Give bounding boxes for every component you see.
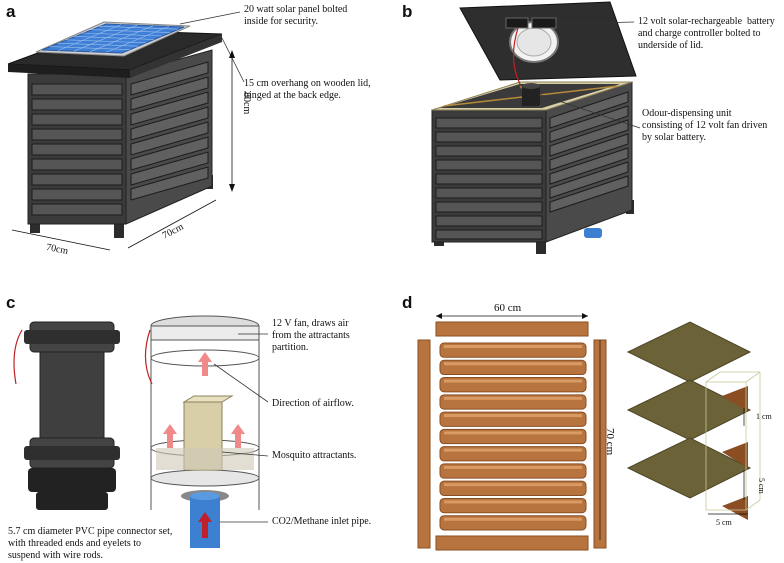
- annotation-attractants: Mosquito attractants.: [272, 450, 357, 461]
- annotation-odour-unit: Odour-dispensing unit consisting of 12 v…: [642, 108, 768, 143]
- annotation-lid-overhang: 15 cm overhang on wooden lid, hinged at …: [244, 78, 371, 101]
- slat-highlight: [444, 362, 582, 366]
- slat-highlight: [444, 396, 582, 400]
- annotation-fan: 12 V fan, draws air from the attractants…: [272, 318, 350, 353]
- slat-highlight: [444, 345, 582, 348]
- slat-highlight: [444, 500, 582, 504]
- annotation-pvc-pipe: 5.7 cm diameter PVC pipe connector set, …: [8, 526, 173, 561]
- panel-label-d: d: [402, 293, 413, 312]
- slat-highlight: [444, 517, 582, 521]
- panel-label-a: a: [6, 2, 16, 21]
- dimension-depth-d: 5 cm: [716, 518, 732, 527]
- slat-group: [439, 342, 587, 531]
- dimension-height-d: 70 cm: [604, 428, 616, 456]
- panel-label-c: c: [6, 293, 16, 312]
- annotation-battery: 12 volt solar-rechargeable battery and c…: [638, 16, 775, 51]
- panel-a-trap-box: [7, 11, 245, 251]
- dimension-height-a: 80cm: [241, 92, 252, 115]
- slat-highlight: [444, 448, 582, 452]
- panel-b-open-trap: [431, 1, 641, 254]
- annotation-inlet-pipe: CO2/Methane inlet pipe.: [272, 516, 372, 527]
- slat-highlight: [444, 379, 582, 383]
- panel-d-slat-frame: [417, 313, 761, 551]
- dimension-gap-d: 1 cm: [756, 412, 772, 421]
- panel-c-odour-unit: [13, 315, 269, 548]
- slat-highlight: [444, 431, 582, 435]
- slat-highlight: [444, 414, 582, 418]
- panel-label-b: b: [402, 2, 413, 21]
- dimension-width-d: 60 cm: [494, 302, 522, 314]
- dimension-slat-d: 5 cm: [757, 478, 766, 494]
- slat-highlight: [444, 465, 582, 469]
- annotation-solar-panel: 20 watt solar panel bolted inside for se…: [244, 4, 348, 27]
- annotation-airflow: Direction of airflow.: [272, 398, 354, 409]
- slat-highlight: [444, 483, 582, 487]
